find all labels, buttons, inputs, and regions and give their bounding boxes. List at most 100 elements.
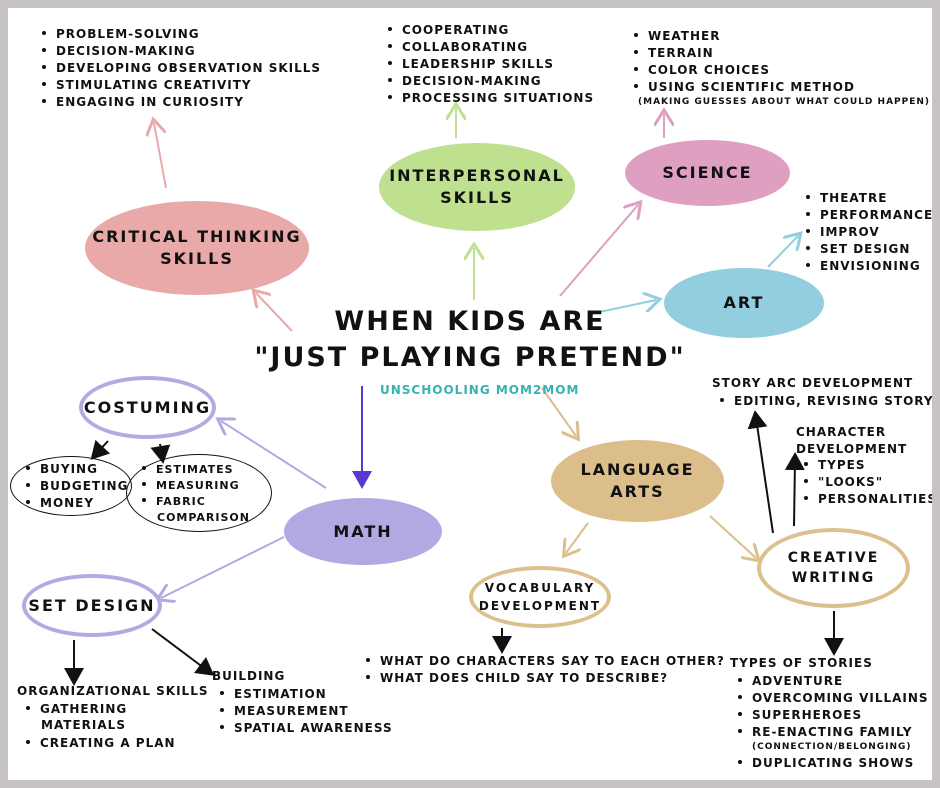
list-item: WEATHER bbox=[634, 28, 855, 45]
arrow-setdesign-building bbox=[151, 628, 215, 676]
arrow-center-art bbox=[589, 300, 656, 315]
list-item: DUPLICATING SHOWS bbox=[738, 755, 914, 772]
list-item: SPATIAL AWARENESS bbox=[220, 720, 393, 737]
list-item: LEADERSHIP SKILLS bbox=[388, 56, 594, 73]
set-design-label: SET DESIGN bbox=[28, 595, 156, 615]
bullet-icon bbox=[388, 77, 392, 82]
list-item: PERFORMANCE bbox=[806, 207, 932, 224]
credit-label: UNSCHOOLING MOM2MOM bbox=[380, 383, 580, 397]
bullet-icon bbox=[806, 228, 810, 233]
arrow-center-language bbox=[541, 387, 576, 436]
arrow-writing-storyarc bbox=[747, 410, 774, 534]
creative-writing-line1: CREATIVE bbox=[787, 550, 880, 566]
main-title-line1: WHEN KIDS ARE bbox=[334, 306, 606, 337]
bullet-icon bbox=[388, 94, 392, 99]
bullet-icon bbox=[634, 49, 638, 54]
bullet-icon bbox=[806, 194, 810, 199]
list-item: DEVELOPING OBSERVATION SKILLS bbox=[42, 60, 321, 77]
organizational-heading: ORGANIZATIONAL SKILLS bbox=[17, 684, 209, 698]
arrow-costuming-left bbox=[90, 439, 111, 460]
bullet-icon bbox=[388, 43, 392, 48]
bullet-icon bbox=[26, 465, 30, 470]
bullet-icon bbox=[804, 495, 808, 500]
interpersonal-list: COOPERATING COLLABORATING LEADERSHIP SKI… bbox=[388, 22, 594, 107]
list-item: USING SCIENTIFIC METHOD bbox=[634, 79, 855, 96]
organizational-list-2: CREATING A PLAN bbox=[26, 735, 176, 752]
bullet-icon bbox=[220, 690, 224, 695]
science-note: (MAKING GUESSES ABOUT WHAT COULD HAPPEN) bbox=[638, 97, 931, 107]
creative-writing-node: CREATIVE WRITING bbox=[757, 528, 910, 608]
costuming-left-list: BUYING BUDGETING MONEY bbox=[26, 461, 128, 512]
arrow-math-costuming bbox=[221, 421, 327, 489]
list-item: THEATRE bbox=[806, 190, 932, 207]
stories-list: ADVENTURE OVERCOMING VILLAINS SUPERHEROE… bbox=[738, 673, 929, 741]
critical-thinking-list: PROBLEM-SOLVING DECISION-MAKING DEVELOPI… bbox=[42, 26, 321, 111]
set-design-node: SET DESIGN bbox=[22, 574, 162, 637]
language-arts-node: LANGUAGE ARTS bbox=[551, 440, 724, 522]
bullet-icon bbox=[806, 262, 810, 267]
bullet-icon bbox=[42, 30, 46, 35]
bullet-icon bbox=[26, 705, 30, 710]
character-heading-line1: CHARACTER bbox=[796, 425, 887, 439]
vocabulary-list: WHAT DO CHARACTERS SAY TO EACH OTHER? WH… bbox=[366, 653, 725, 687]
list-item: MEASUREMENT bbox=[220, 703, 393, 720]
bullet-icon bbox=[26, 499, 30, 504]
bullet-icon bbox=[366, 674, 370, 679]
arrow-writing-character bbox=[784, 452, 805, 527]
mind-map-canvas: WHEN KIDS ARE "JUST PLAYING PRETEND" UNS… bbox=[8, 8, 932, 780]
vocabulary-line1: VOCABULARY bbox=[484, 581, 596, 595]
list-item: BUDGETING bbox=[26, 478, 128, 495]
bullet-icon bbox=[42, 81, 46, 86]
list-item: SET DESIGN bbox=[806, 241, 932, 258]
list-item: RE-ENACTING FAMILY bbox=[738, 724, 929, 741]
list-item: DECISION-MAKING bbox=[388, 73, 594, 90]
building-heading: BUILDING bbox=[212, 669, 286, 683]
list-item: WHAT DOES CHILD SAY TO DESCRIBE? bbox=[366, 670, 725, 687]
list-item: PROCESSING SITUATIONS bbox=[388, 90, 594, 107]
bullet-icon bbox=[42, 47, 46, 52]
bullet-icon bbox=[142, 482, 146, 486]
connector-lines bbox=[64, 8, 844, 686]
bullet-icon bbox=[738, 677, 742, 682]
creative-writing-line2: WRITING bbox=[791, 570, 876, 586]
bullet-icon bbox=[634, 66, 638, 71]
art-label: ART bbox=[723, 293, 765, 312]
critical-thinking-line2: SKILLS bbox=[160, 249, 234, 268]
arrow-language-writing bbox=[709, 515, 756, 558]
bullet-icon bbox=[806, 245, 810, 250]
bullet-icon bbox=[142, 498, 146, 502]
bullet-icon bbox=[806, 211, 810, 216]
bullet-icon bbox=[634, 32, 638, 37]
vocabulary-line2: DEVELOPMENT bbox=[478, 599, 602, 613]
list-item: IMPROV bbox=[806, 224, 932, 241]
story-arc-heading: STORY ARC DEVELOPMENT bbox=[712, 376, 914, 390]
list-item: GATHERING bbox=[26, 701, 127, 718]
science-node: SCIENCE bbox=[625, 140, 790, 206]
arrow-center-critical bbox=[256, 293, 293, 332]
science-label: SCIENCE bbox=[662, 163, 753, 182]
language-arts-line1: LANGUAGE bbox=[580, 460, 695, 479]
costuming-right-oval bbox=[126, 454, 272, 532]
bullet-icon bbox=[738, 759, 742, 764]
bullet-icon bbox=[220, 707, 224, 712]
stories-note: (CONNECTION/BELONGING) bbox=[752, 742, 912, 752]
bullet-icon bbox=[26, 739, 30, 744]
story-arc-list: EDITING, REVISING STORY bbox=[720, 393, 932, 410]
critical-thinking-line1: CRITICAL THINKING bbox=[92, 227, 302, 246]
list-item: FABRIC bbox=[142, 494, 240, 510]
bullet-icon bbox=[738, 694, 742, 699]
list-item: STIMULATING CREATIVITY bbox=[42, 77, 321, 94]
stories-heading: TYPES OF STORIES bbox=[730, 656, 873, 670]
list-item: ENVISIONING bbox=[806, 258, 932, 275]
bullet-icon bbox=[804, 461, 808, 466]
list-item: DECISION-MAKING bbox=[42, 43, 321, 60]
character-heading-line2: DEVELOPMENT bbox=[796, 442, 908, 456]
costuming-node: COSTUMING bbox=[79, 376, 216, 439]
language-arts-line2: ARTS bbox=[610, 482, 665, 501]
arrow-critical-list bbox=[154, 123, 167, 189]
list-item: COLLABORATING bbox=[388, 39, 594, 56]
list-item: TERRAIN bbox=[634, 45, 855, 62]
main-title-line2: "JUST PLAYING PRETEND" bbox=[254, 342, 686, 373]
interpersonal-line2: SKILLS bbox=[440, 188, 514, 207]
costuming-label: COSTUMING bbox=[83, 397, 212, 417]
